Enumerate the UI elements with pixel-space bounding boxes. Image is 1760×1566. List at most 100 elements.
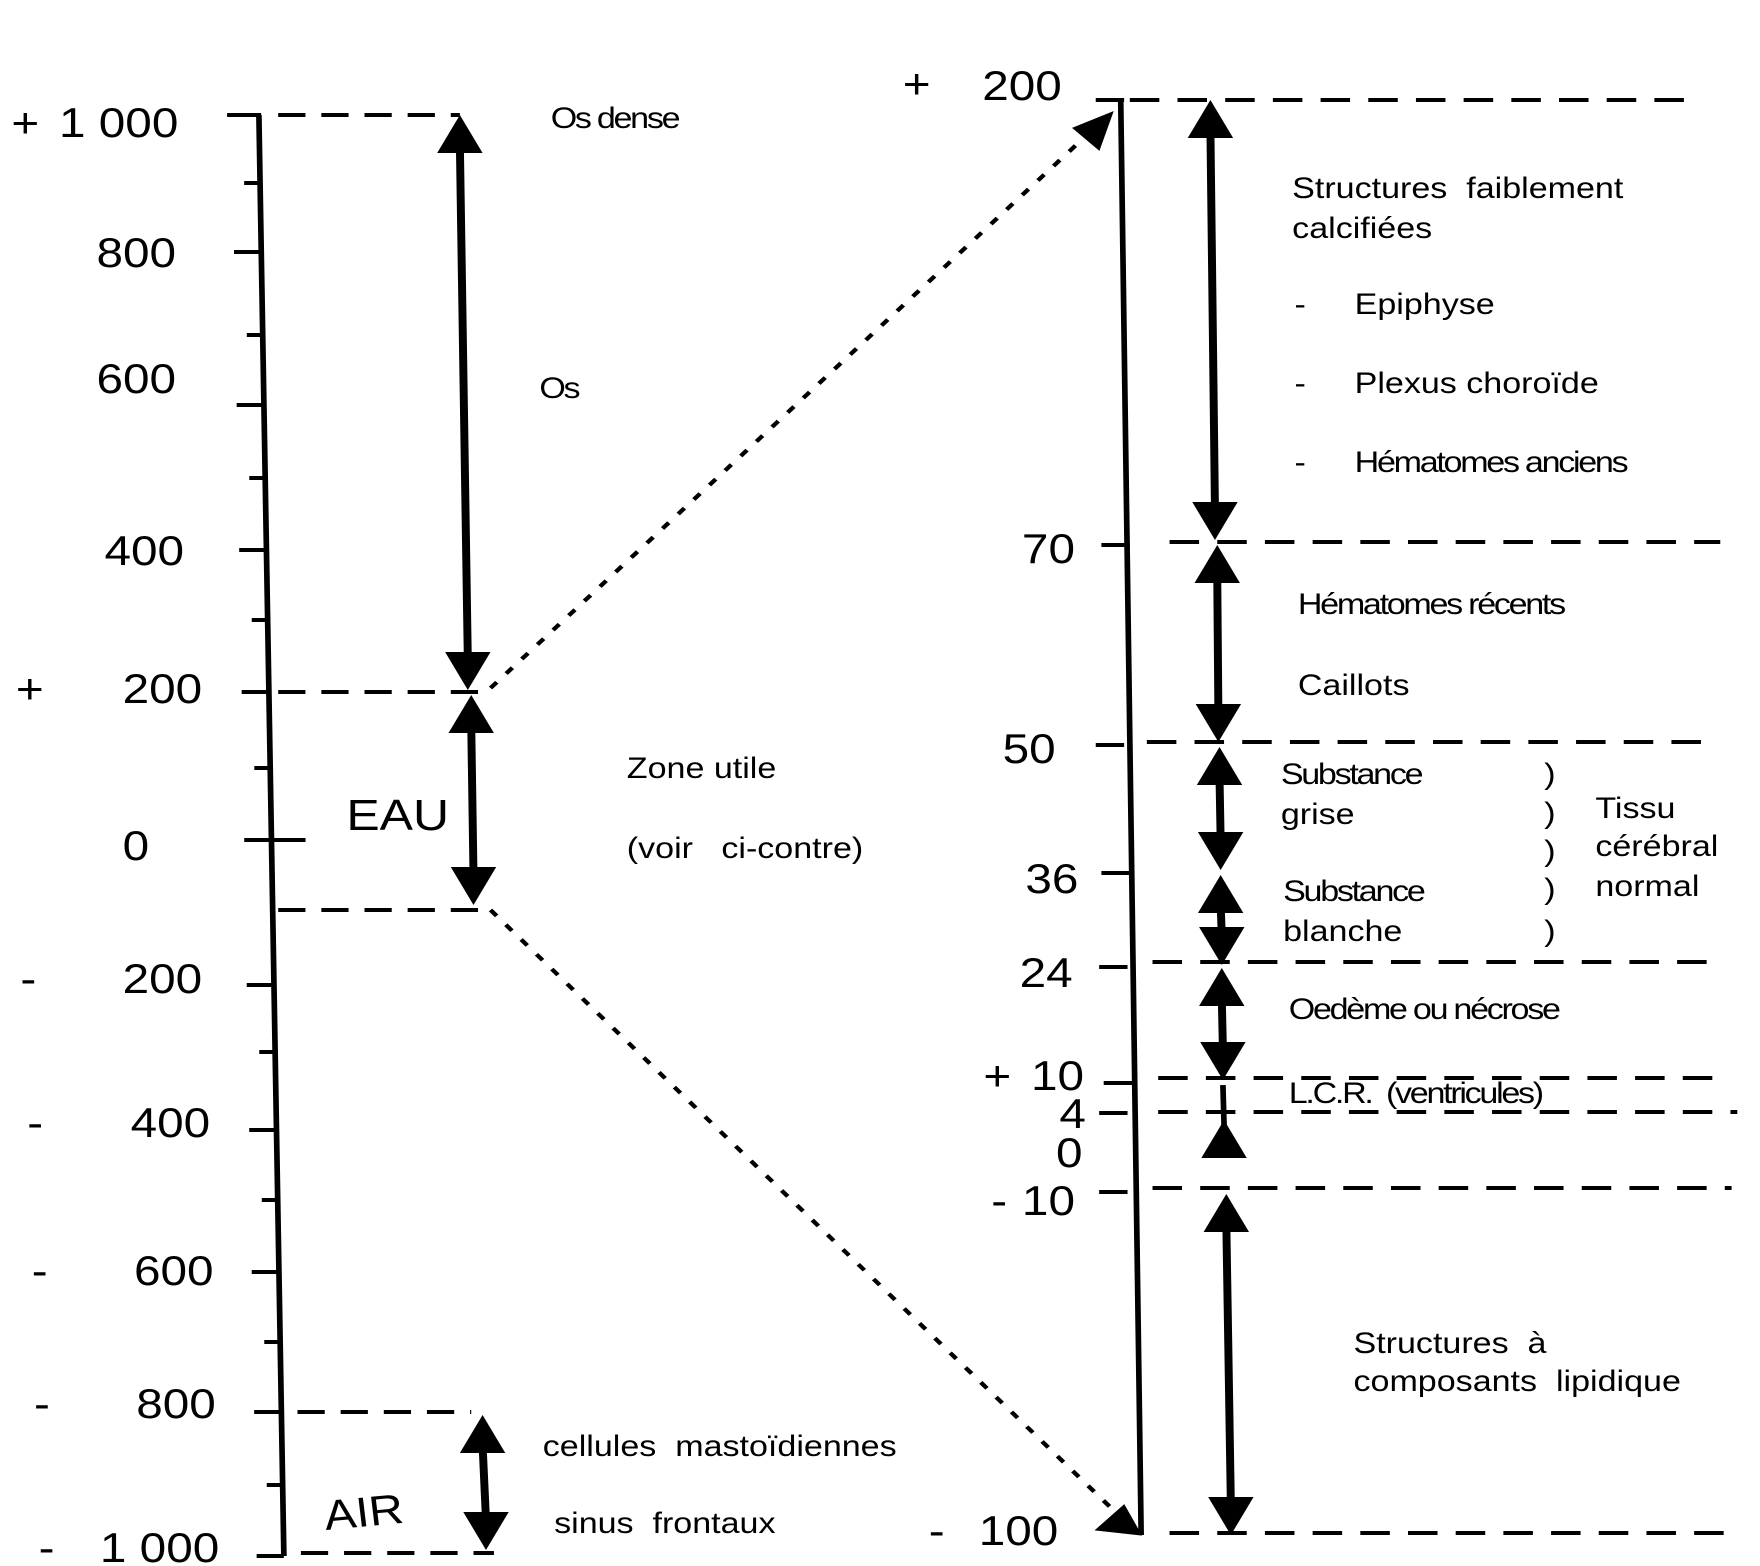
left-tick-label: 200 bbox=[123, 665, 203, 713]
arrow-head-down-icon bbox=[1197, 832, 1244, 870]
right-tick-sign: + bbox=[903, 60, 931, 108]
double-arrow-shaft bbox=[467, 724, 478, 876]
bracket: ) bbox=[1544, 872, 1555, 906]
left-tick-sign: - bbox=[39, 1524, 55, 1566]
label-hematomes-recents: Hématomes récents bbox=[1298, 587, 1565, 621]
arrow-head-up-icon bbox=[448, 695, 494, 733]
left-region-labels: Os dense Os EAU Zone utile (voir ci-cont… bbox=[321, 101, 896, 1540]
right-tick-label: 24 bbox=[1020, 949, 1073, 997]
label-blanche: blanche bbox=[1283, 914, 1402, 948]
left-tick-sign: - bbox=[20, 955, 36, 1003]
arrow-head-down-icon bbox=[1208, 1497, 1254, 1535]
arrow-head-up-icon bbox=[1196, 747, 1243, 785]
right-tick-label: 0 bbox=[1056, 1129, 1083, 1177]
right-tick-label: 50 bbox=[1003, 725, 1056, 773]
dotted-zoom-line bbox=[488, 128, 1094, 690]
right-axis-line bbox=[1117, 99, 1144, 1536]
arrow-head-up-icon bbox=[1187, 100, 1234, 138]
arrow-head-icon bbox=[1072, 111, 1114, 151]
label-oedeme-necrose: Oedème ou nécrose bbox=[1289, 992, 1560, 1026]
left-tick-label: 800 bbox=[97, 229, 177, 277]
label-structures-calcifiees: Structures faiblement bbox=[1292, 171, 1623, 205]
arrow-head-up-icon bbox=[1194, 545, 1240, 583]
arrow-head-up-icon bbox=[1197, 875, 1244, 913]
arrow-head-up-icon bbox=[459, 1415, 506, 1453]
label-cerebral: cérébral bbox=[1595, 829, 1718, 863]
left-tick-label: 600 bbox=[97, 355, 177, 403]
double-arrow-shaft bbox=[478, 1444, 490, 1521]
arrow-head-down-icon bbox=[1200, 1042, 1246, 1080]
double-arrow-shaft bbox=[1215, 776, 1225, 841]
right-tick-label: 10 bbox=[1022, 1177, 1075, 1225]
left-tick-sign: - bbox=[34, 1380, 50, 1428]
double-arrow-shaft bbox=[1222, 1223, 1235, 1506]
arrow-head-down-icon bbox=[1195, 704, 1242, 742]
bullet: - bbox=[1294, 366, 1305, 400]
bracket: ) bbox=[1544, 914, 1555, 948]
label-calcifiees: calcifiées bbox=[1292, 211, 1432, 245]
bracket: ) bbox=[1544, 834, 1555, 868]
right-tick-sign: - bbox=[991, 1177, 1007, 1225]
label-normal: normal bbox=[1595, 869, 1699, 903]
left-tick-sign: + bbox=[16, 665, 44, 713]
arrow-head-icon bbox=[1094, 1504, 1143, 1536]
arrow-head-down-icon bbox=[450, 867, 497, 905]
double-arrow-shaft bbox=[1213, 574, 1223, 713]
label-grise: grise bbox=[1281, 797, 1355, 831]
right-tick-label: 70 bbox=[1022, 525, 1075, 573]
right-tick-sign: + bbox=[983, 1052, 1011, 1100]
right-scale-labels: + 200 70 50 36 24 + 10 4 0 - 10 - 100 bbox=[903, 60, 1086, 1555]
label-hematomes-anciens: Hématomes anciens bbox=[1355, 445, 1628, 479]
right-tick-sign: - bbox=[929, 1507, 945, 1555]
left-tick-label: 400 bbox=[104, 527, 184, 575]
left-tick-label: 400 bbox=[131, 1099, 211, 1147]
double-arrow-shaft bbox=[1206, 129, 1219, 511]
arrow-head-up-icon bbox=[437, 115, 483, 153]
left-tick-label: 1 000 bbox=[59, 99, 178, 147]
right-tick-label: 36 bbox=[1025, 855, 1078, 903]
label-epiphyse: Epiphyse bbox=[1355, 287, 1495, 321]
label-composants-lipidique: composants lipidique bbox=[1353, 1364, 1680, 1398]
arrow-head-down-icon bbox=[1199, 927, 1245, 965]
left-axis-line bbox=[256, 114, 287, 1557]
double-arrow-shaft bbox=[1217, 997, 1227, 1051]
left-tick-sign: - bbox=[32, 1247, 48, 1295]
left-scale-labels: + 1 000 800 600 400 + 200 0 - 200 - 400 … bbox=[11, 99, 219, 1566]
dotted-zoom-line bbox=[488, 908, 1121, 1517]
arrow-shaft bbox=[1220, 1084, 1227, 1126]
label-caillots: Caillots bbox=[1298, 668, 1410, 702]
bracket: ) bbox=[1544, 796, 1555, 830]
label-cellules-mastoidiennes: cellules mastoïdiennes bbox=[543, 1429, 897, 1463]
label-eau: EAU bbox=[346, 790, 449, 840]
arrow-head-up-icon bbox=[1199, 968, 1245, 1006]
right-region-labels: Structures faiblement calcifiées - Epiph… bbox=[1281, 171, 1719, 1398]
label-lcr-ventricules: L.C.R. (ventricules) bbox=[1289, 1076, 1543, 1110]
left-tick-label: 1 000 bbox=[100, 1524, 219, 1566]
bracket: ) bbox=[1544, 757, 1555, 791]
label-zone-utile: Zone utile bbox=[627, 751, 777, 785]
left-tick-label: 0 bbox=[123, 822, 150, 870]
arrow-head-down-icon bbox=[1192, 502, 1238, 540]
bullet: - bbox=[1294, 445, 1305, 479]
label-structures-lipidiques: Structures à bbox=[1353, 1326, 1546, 1360]
right-tick-label: 4 bbox=[1059, 1090, 1086, 1138]
right-tick-label: 200 bbox=[982, 62, 1062, 110]
label-substance-grise: Substance bbox=[1281, 757, 1423, 791]
arrow-head-up-icon bbox=[1203, 1194, 1250, 1232]
label-tissu: Tissu bbox=[1595, 791, 1675, 825]
arrow-head-up-icon bbox=[1201, 1120, 1247, 1158]
right-tick-label: 100 bbox=[979, 1507, 1059, 1555]
label-os: Os bbox=[539, 371, 579, 405]
double-arrow-shaft bbox=[455, 144, 472, 661]
label-plexus-choroide: Plexus choroïde bbox=[1355, 366, 1599, 400]
label-substance-blanche: Substance bbox=[1283, 874, 1425, 908]
arrow-head-down-icon bbox=[445, 652, 491, 690]
left-tick-label: 600 bbox=[134, 1247, 214, 1295]
right-tick-label: 10 bbox=[1031, 1052, 1084, 1100]
left-tick-sign: - bbox=[27, 1099, 43, 1147]
bullet: - bbox=[1294, 287, 1305, 321]
left-tick-label: 800 bbox=[136, 1380, 216, 1428]
label-air: AIR bbox=[321, 1485, 406, 1540]
